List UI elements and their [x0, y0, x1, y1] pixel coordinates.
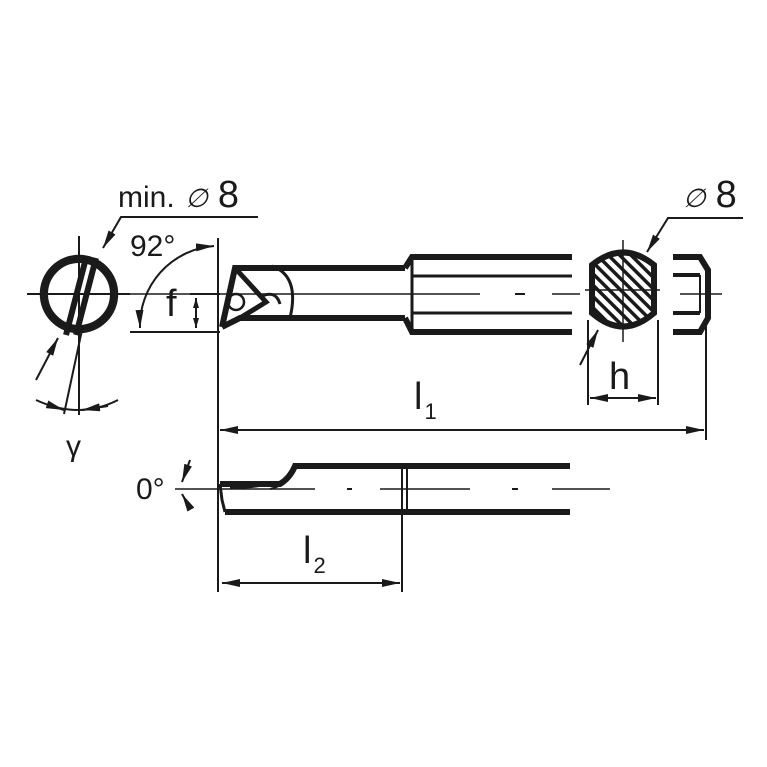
l1-main: l: [414, 376, 423, 418]
shank-diameter-value: 8: [715, 174, 737, 216]
shank-section-view: [579, 217, 743, 440]
shank-diameter-label: ∅8: [683, 176, 737, 214]
diameter-symbol-icon: ∅: [185, 183, 208, 213]
head-length-label: l2: [303, 530, 326, 577]
min-prefix: min.: [118, 181, 175, 214]
inclination-angle-label: 0°: [136, 473, 165, 506]
overall-length-label: l1: [414, 376, 437, 423]
flat-h-label: h: [609, 356, 631, 398]
diameter-symbol-icon: ∅: [683, 183, 706, 213]
bar-side-view: [175, 459, 610, 592]
l2-subscript: 2: [313, 553, 326, 578]
approach-angle-label: 92°: [130, 230, 176, 263]
offset-f-label: f: [166, 283, 177, 325]
min-bore-label: min. ∅ 8: [118, 176, 239, 214]
min-bore-value: 8: [217, 174, 240, 216]
rake-angle-label: γ: [66, 430, 81, 463]
bore-end-view: [27, 216, 258, 415]
l1-subscript: 1: [424, 399, 437, 424]
bar-top-view: [130, 238, 580, 592]
l2-main: l: [303, 530, 312, 572]
